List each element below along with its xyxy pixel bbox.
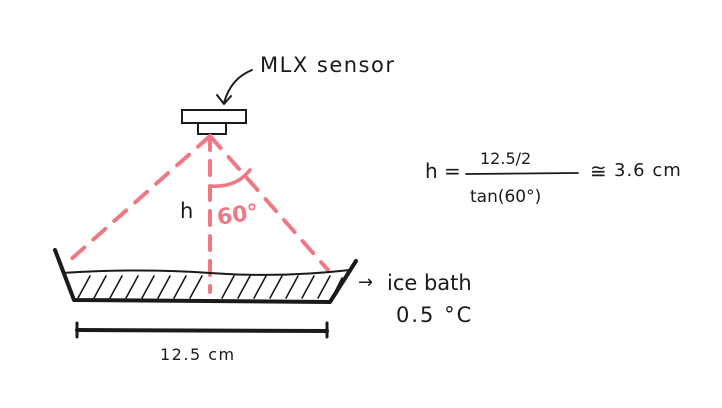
width-label: 12.5 cm — [160, 345, 236, 364]
height-symbol: h — [180, 199, 193, 223]
fov-angle-arc — [208, 168, 252, 188]
sensor-lens-mount — [197, 122, 227, 135]
formula-lhs: h = — [425, 159, 461, 183]
sensor-callout-arrow — [223, 69, 253, 104]
formula-numerator: 12.5/2 — [480, 149, 531, 168]
bath-hatching — [77, 275, 343, 299]
sensor-label: MLX sensor — [260, 53, 395, 77]
bath-vessel — [53, 248, 358, 304]
fov-angle-label: 60° — [215, 200, 260, 231]
bath-water-surface — [61, 269, 351, 276]
formula-denominator: tan(60°) — [470, 187, 541, 207]
formula-result: 3.6 cm — [614, 160, 682, 181]
bath-temperature: 0.5 °C — [396, 303, 473, 327]
formula-approx: ≅ — [590, 159, 607, 183]
formula-fraction-bar — [465, 172, 579, 175]
bath-label: ice bath — [387, 271, 472, 295]
fov-left-ray — [66, 134, 212, 264]
sensor-callout-arrowhead — [216, 94, 232, 105]
fov-right-ray — [208, 134, 330, 272]
sensor-body — [181, 109, 247, 124]
bath-arrow: → — [358, 272, 373, 293]
width-dimension-line — [75, 328, 329, 333]
